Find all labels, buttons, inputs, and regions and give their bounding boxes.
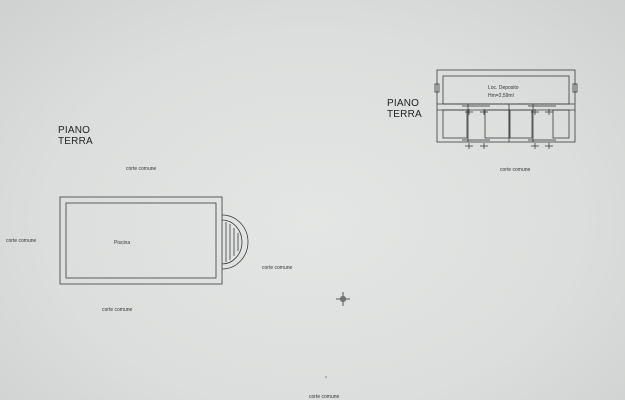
pool-outline [59,196,249,285]
corte-comune-label: corte comune [6,238,37,244]
corte-comune-label: corte comune [262,265,293,271]
piano-terra-heading-left: PIANO TERRA [58,125,93,147]
stray-point [325,376,327,378]
pool-label: Piscina [114,240,131,246]
heading-line1: PIANO [58,125,91,136]
corte-comune-label: corte comune [309,394,340,400]
corte-comune-label: corte comune [126,166,157,172]
deposit-building [434,69,578,143]
piano-terra-heading-right: PIANO TERRA [387,98,422,120]
column-markers [462,105,556,149]
heading-line1: PIANO [387,98,420,109]
crosshair-icon [336,292,350,306]
corte-comune-label: corte comune [500,167,531,173]
corte-comune-label: corte comune [102,307,133,313]
room-label: Loc. Deposito [488,85,519,91]
heading-line2: TERRA [58,136,93,147]
room-height-label: Hm=2,59ml [488,93,514,99]
heading-line2: TERRA [387,109,422,120]
